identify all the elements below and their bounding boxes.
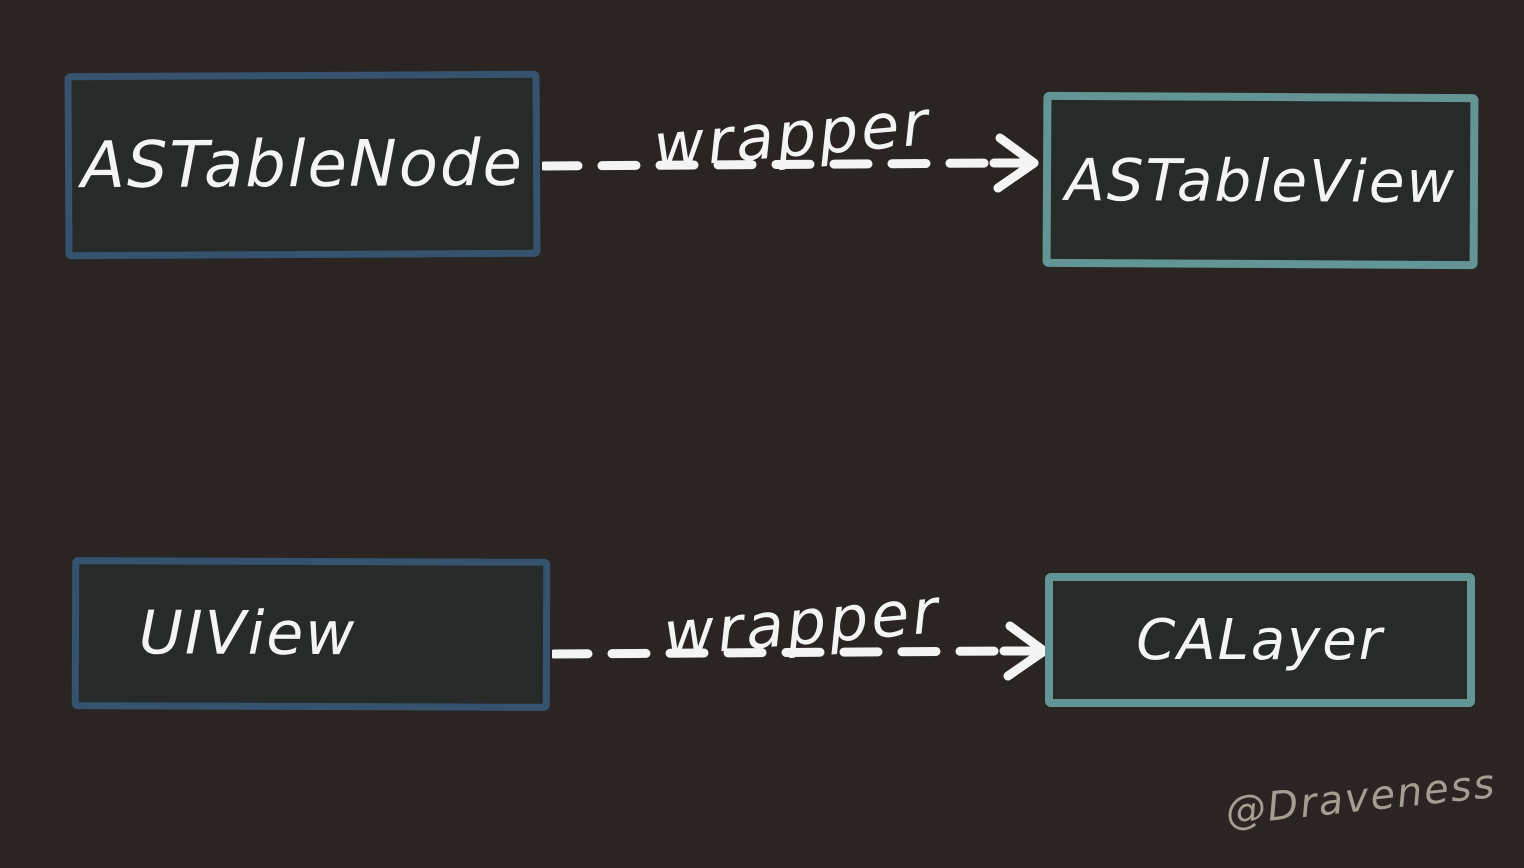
node-astablenode: ASTableNode bbox=[64, 70, 541, 260]
node-astablenode-label: ASTableNode bbox=[80, 126, 525, 204]
node-calayer: CALayer bbox=[1045, 573, 1475, 707]
node-uiview-label: UIView bbox=[138, 598, 357, 670]
watermark-signature: @Draveness bbox=[1223, 760, 1499, 836]
node-astableview: ASTableView bbox=[1042, 91, 1479, 270]
node-uiview: UIView bbox=[71, 557, 551, 711]
dashed-arrow-icon bbox=[552, 621, 1049, 681]
dashed-arrow-icon bbox=[542, 133, 1039, 193]
node-calayer-label: CALayer bbox=[1136, 607, 1384, 673]
node-astableview-label: ASTableView bbox=[1064, 145, 1457, 216]
wrapper-arrow-top: wrapper bbox=[542, 86, 1042, 250]
wrapper-arrow-bottom: wrapper bbox=[552, 574, 1052, 738]
